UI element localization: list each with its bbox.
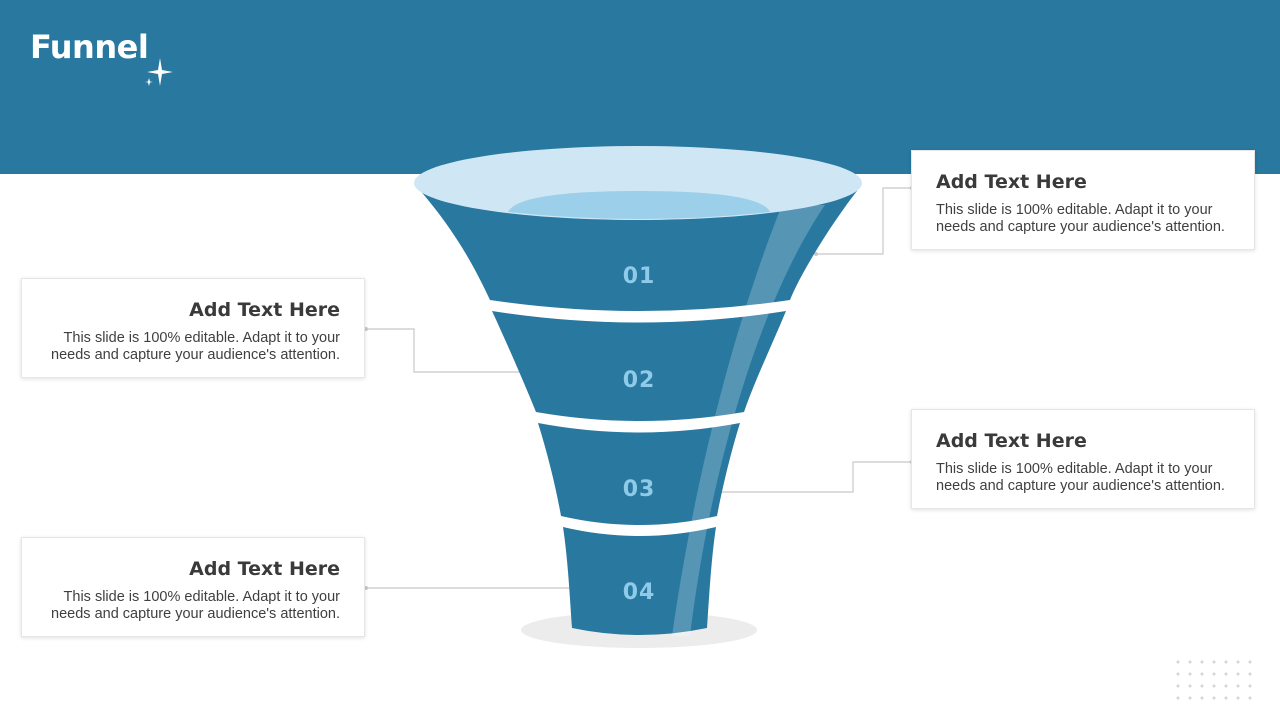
funnel-segment-2 (492, 311, 786, 421)
connector-stage-2 (366, 328, 523, 373)
stage-number-3: 03 (623, 477, 656, 502)
card-body: This slide is 100% editable. Adapt it to… (936, 461, 1225, 494)
text-card-stage-4[interactable]: Add Text Here This slide is 100% editabl… (21, 537, 365, 637)
funnel-segment-3 (538, 423, 740, 525)
header-band (0, 0, 1280, 174)
card-heading: Add Text Here (189, 558, 340, 580)
stage-number-4: 04 (623, 580, 656, 605)
card-body: This slide is 100% editable. Adapt it to… (51, 589, 340, 622)
text-card-stage-2[interactable]: Add Text Here This slide is 100% editabl… (21, 278, 365, 378)
funnel-highlight (672, 205, 825, 636)
funnel-segment-4 (563, 527, 716, 635)
card-heading: Add Text Here (936, 430, 1087, 452)
funnel-opening (508, 191, 770, 219)
funnel-segment-1 (417, 187, 860, 311)
card-heading: Add Text Here (936, 171, 1087, 193)
text-card-stage-3[interactable]: Add Text Here This slide is 100% editabl… (911, 409, 1255, 509)
connector-stage-3 (720, 461, 912, 493)
card-body: This slide is 100% editable. Adapt it to… (51, 330, 340, 363)
slide-title: Funnel (30, 28, 149, 66)
text-card-stage-1[interactable]: Add Text Here This slide is 100% editabl… (911, 150, 1255, 250)
sparkle-icon (145, 58, 173, 86)
stage-number-1: 01 (623, 264, 656, 289)
card-heading: Add Text Here (189, 299, 340, 321)
card-body: This slide is 100% editable. Adapt it to… (936, 202, 1225, 235)
stage-number-2: 02 (623, 368, 656, 393)
decorative-dot-grid (1172, 656, 1256, 702)
connector-lines (366, 187, 912, 589)
connector-stage-1 (816, 187, 912, 255)
